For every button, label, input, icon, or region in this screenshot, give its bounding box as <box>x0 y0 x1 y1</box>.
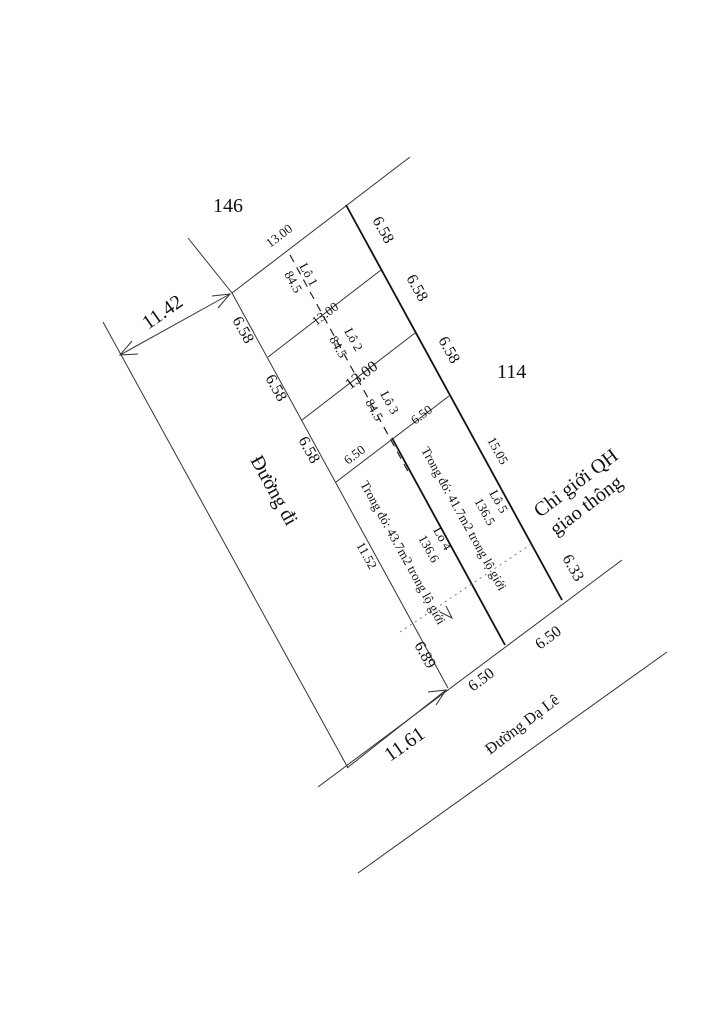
dim-lot2-depth: 13.00 <box>309 299 341 329</box>
dim-left-5: 6.89 <box>411 639 439 672</box>
top-width: 11.42 <box>138 291 187 334</box>
bottom-width-arrow <box>346 689 447 769</box>
top-width-arrow <box>119 293 231 356</box>
arrowhead-icon <box>211 293 232 309</box>
dim-lot5-top: 6.50 <box>408 402 435 428</box>
dim-right-3: 6.58 <box>435 334 463 367</box>
arrowhead-icon <box>427 689 448 706</box>
arrowhead-icon <box>439 605 454 620</box>
lot2-lot3-divider <box>301 332 416 421</box>
lot-2: Lô 2 84.5 <box>326 325 366 360</box>
neighbor-146-line <box>187 237 233 294</box>
dim-right-4: 15.05 <box>484 434 511 467</box>
neighbor-114: 114 <box>497 361 526 383</box>
dim-lot5-bottom: 6.50 <box>532 623 565 653</box>
front-road-label: Đường Dạ Lê <box>482 692 563 759</box>
lots-right-boundary <box>345 204 563 601</box>
dim-lot4-bottom: 6.50 <box>465 665 498 695</box>
lot4-lot5-divider <box>391 437 506 646</box>
front-road-outer-line <box>357 651 668 874</box>
dim-right-5: 6.33 <box>559 552 587 585</box>
dim-left-4: 11.52 <box>353 539 380 571</box>
bottom-width: 11.61 <box>380 723 429 766</box>
dim-left-3: 6.58 <box>295 434 323 467</box>
dim-right-1: 6.58 <box>369 214 397 247</box>
neighbor-146: 146 <box>213 195 243 217</box>
side-road-outer-line <box>102 321 349 769</box>
setback-line <box>399 544 531 633</box>
north-boundary-line <box>231 156 411 294</box>
lots-left-boundary <box>231 292 449 689</box>
dim-lot4-top: 6.50 <box>341 442 368 468</box>
lot-1: Lô 1 84.5 <box>281 260 321 295</box>
dim-right-2: 6.58 <box>403 272 431 305</box>
dim-left-2: 6.58 <box>262 372 290 405</box>
arrowhead-icon <box>118 340 139 356</box>
lot-3: Lô 3 84.5 <box>362 388 402 423</box>
front-road-inner-line <box>317 559 623 788</box>
dim-left-1: 6.58 <box>229 314 257 347</box>
side-road-label: Đường đi <box>246 452 303 530</box>
lot1-lot2-divider <box>267 269 382 358</box>
dim-lot1-depth: 13.00 <box>263 221 295 251</box>
